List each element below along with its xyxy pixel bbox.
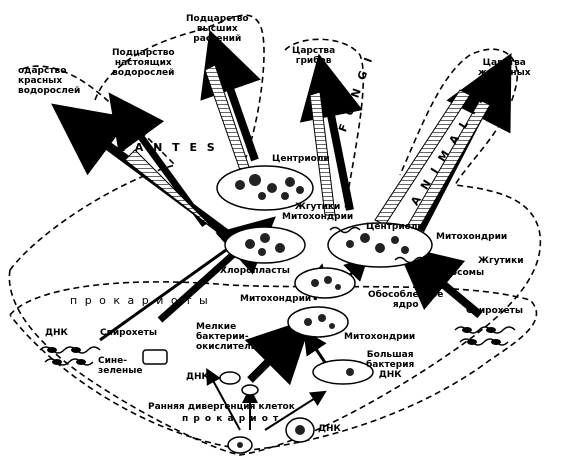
label-centrioles-right: Центриоли — [366, 222, 424, 232]
label-plantes: P L A N T E S — [100, 141, 218, 154]
label-mito-mid: Митохондрии — [240, 294, 312, 304]
label-mito-right: Митохондрии — [436, 232, 508, 242]
plant-lobe — [94, 14, 265, 161]
cell-small-bacterium-2 — [241, 384, 259, 396]
cell-lower — [287, 306, 349, 338]
label-centrioles-top: Центриоли — [272, 154, 330, 164]
label-flagella-right: Жгутики — [478, 256, 524, 266]
spirochete-heads — [47, 327, 501, 365]
prokaryote-boundary — [9, 281, 538, 451]
cell-small-bacterium — [219, 371, 241, 385]
cell-plant — [224, 226, 306, 264]
label-chromosomes: Хромосомы — [424, 268, 485, 278]
cell-mid — [294, 267, 356, 299]
ladder-branches — [124, 64, 491, 241]
label-cyano: Сине-зеленые — [98, 356, 143, 376]
label-chloroplasts: Хлоропласты — [220, 266, 290, 276]
label-prokaryota: п р о к а р и о т ы — [70, 294, 210, 307]
label-dna-left: ДНК — [45, 328, 68, 338]
label-dna-bottom: ДНК — [318, 424, 341, 434]
cell-cyano — [142, 349, 168, 365]
cell-top — [216, 165, 314, 211]
label-mito-lower: Митохондрии — [344, 332, 416, 342]
outer-boundary — [8, 48, 542, 456]
label-spirochetes-left: Спирохеты — [100, 328, 158, 338]
cell-big-bacterium — [312, 359, 374, 385]
label-spirochetes-right: Спирохеты — [466, 306, 524, 316]
organelles — [235, 174, 409, 448]
label-prokaryote: п р о к а р и о т — [182, 414, 280, 424]
label-early-divergence: Ранняя дивергенция клеток — [148, 402, 295, 412]
label-dna-cyano: ДНК — [186, 372, 209, 382]
